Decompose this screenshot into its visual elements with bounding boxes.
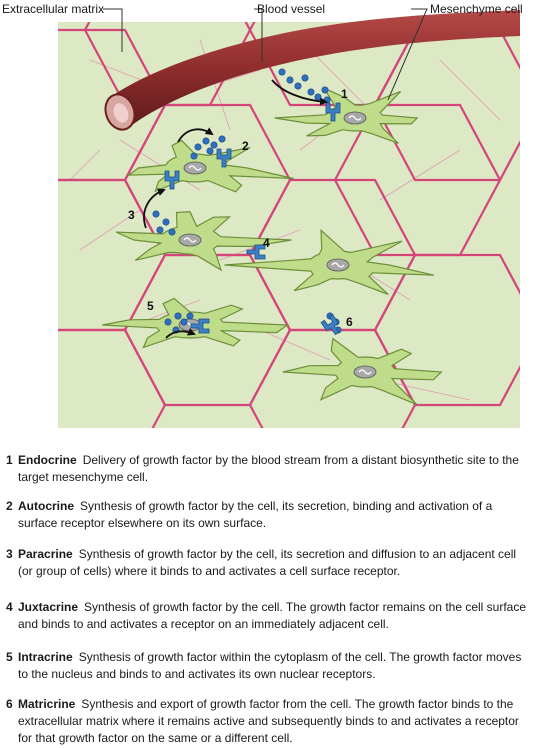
growth-factor-dot bbox=[321, 86, 329, 94]
cell-body bbox=[115, 211, 292, 272]
nucleus-chromatin bbox=[331, 262, 345, 268]
growth-factor-dot bbox=[294, 82, 302, 90]
legend-term: Matricrine bbox=[18, 697, 76, 711]
label-blood-vessel: Blood vessel bbox=[257, 2, 326, 16]
receptors bbox=[164, 102, 341, 336]
marker-4: 4 bbox=[263, 236, 270, 250]
nucleus-chromatin bbox=[358, 369, 372, 375]
receptor-shape bbox=[246, 244, 266, 260]
growth-factor-dot bbox=[162, 218, 170, 226]
mesenchyme-cell bbox=[224, 229, 435, 295]
legend-number: 1 bbox=[6, 453, 13, 467]
label-extracellular-matrix: Extracellular matrix bbox=[2, 2, 105, 16]
growth-factor-dot bbox=[180, 318, 188, 326]
growth-factor-dot bbox=[301, 74, 309, 82]
legend-term: Intracrine bbox=[18, 650, 73, 664]
growth-factor-dot bbox=[156, 226, 164, 234]
growth-factor-dot bbox=[286, 76, 294, 84]
autocrine-arrow bbox=[177, 127, 214, 143]
signaling-figure: 1 2 3 4 5 6 Extracellular matrix Blood v… bbox=[2, 2, 523, 428]
extracellular-matrix bbox=[58, 22, 520, 428]
receptor-shape bbox=[325, 102, 341, 122]
legend-description: Synthesis of growth factor by the cell. … bbox=[18, 600, 527, 631]
intracrine-arrow bbox=[165, 328, 196, 339]
nucleus-chromatin bbox=[188, 165, 202, 171]
growth-factor-dot bbox=[278, 68, 286, 76]
legend-number: 5 bbox=[6, 650, 13, 664]
nucleus-chromatin bbox=[348, 115, 362, 121]
mesenchyme-cell bbox=[282, 337, 443, 406]
growth-factor-dot bbox=[190, 152, 198, 160]
endocrine-arrow bbox=[271, 79, 328, 106]
growth-factor-dot bbox=[168, 228, 176, 236]
label-leaders bbox=[103, 8, 428, 101]
receptor-icon bbox=[216, 148, 232, 168]
receptor-shape bbox=[190, 318, 210, 334]
growth-factor-dot bbox=[152, 210, 160, 218]
receptor-icon bbox=[164, 170, 180, 190]
legend-description: Synthesis of growth factor by the cell, … bbox=[18, 547, 517, 578]
legend-number: 6 bbox=[6, 697, 13, 711]
growth-factor-dot bbox=[164, 318, 172, 326]
receptor-icon bbox=[325, 102, 341, 122]
legend-description: Synthesis and export of growth factor fr… bbox=[18, 697, 519, 745]
marker-6: 6 bbox=[346, 315, 353, 329]
growth-factor-dot bbox=[314, 93, 322, 101]
receptor-icon bbox=[320, 314, 340, 336]
receptor-shape bbox=[216, 148, 232, 168]
receptor-shape bbox=[164, 170, 180, 190]
legend-term: Autocrine bbox=[18, 499, 75, 513]
matrix-hexagons bbox=[58, 22, 520, 428]
legend-number: 3 bbox=[6, 547, 13, 561]
legend-term: Juxtacrine bbox=[18, 600, 79, 614]
growth-factor-dot bbox=[194, 143, 202, 151]
mesenchyme-cells bbox=[102, 86, 443, 406]
growth-factor-dot bbox=[206, 147, 214, 155]
signaling-arrows bbox=[143, 79, 328, 339]
receptor-icon bbox=[190, 318, 210, 334]
growth-factor-dot bbox=[202, 137, 210, 145]
marker-1: 1 bbox=[341, 87, 348, 101]
process-markers: 1 2 3 4 5 6 bbox=[128, 87, 353, 329]
legend-term: Endocrine bbox=[18, 453, 77, 467]
mesenchyme-cell bbox=[115, 211, 292, 272]
nucleus-chromatin bbox=[183, 237, 197, 243]
legend-description: Delivery of growth factor by the blood s… bbox=[18, 453, 519, 484]
legend-description: Synthesis of growth factor by the cell, … bbox=[18, 499, 493, 530]
growth-factor-dot bbox=[186, 312, 194, 320]
growth-factor-dot bbox=[218, 135, 226, 143]
receptor-shape bbox=[320, 314, 340, 336]
paracrine-arrow bbox=[143, 188, 166, 229]
marker-2: 2 bbox=[242, 139, 249, 153]
receptor-icon bbox=[246, 244, 266, 260]
marker-3: 3 bbox=[128, 208, 135, 222]
legend-number: 4 bbox=[6, 600, 13, 614]
growth-factor-dot bbox=[307, 88, 315, 96]
legend-description: Synthesis of growth factor within the cy… bbox=[18, 650, 522, 681]
legend-number: 2 bbox=[6, 499, 13, 513]
legend-term: Paracrine bbox=[18, 547, 73, 561]
growth-factor-dot bbox=[210, 141, 218, 149]
diagram-canvas: 1 2 3 4 5 6 bbox=[58, 8, 520, 428]
label-mesenchyme-cell: Mesenchyme cell bbox=[430, 2, 523, 16]
marker-5: 5 bbox=[147, 299, 154, 313]
blood-vessel bbox=[104, 10, 520, 131]
growth-factor-dot bbox=[174, 312, 182, 320]
mesenchyme-cell bbox=[274, 86, 419, 144]
